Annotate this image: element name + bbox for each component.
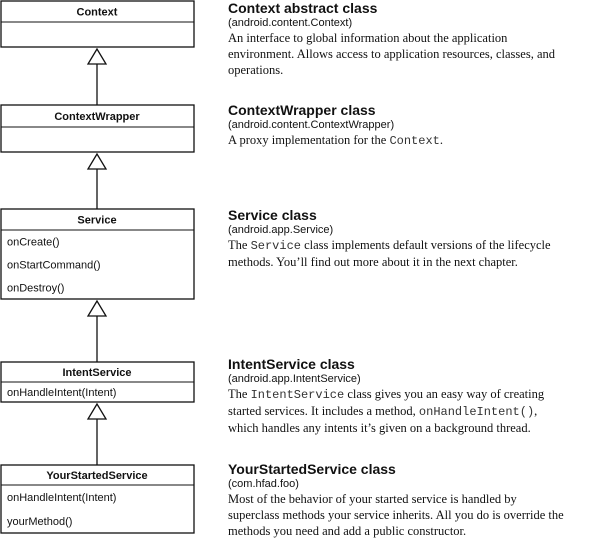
service-class-box — [0, 208, 195, 300]
text-segment: . — [439, 133, 443, 147]
text-segment: Most of the behavior of your started ser… — [228, 492, 517, 506]
text-segment: methods you need and add a public constr… — [228, 524, 467, 538]
inline-code: IntentService — [250, 388, 345, 402]
inline-code: Service — [250, 239, 301, 253]
service-class-name: Service — [77, 215, 116, 227]
service-method: onDestroy() — [7, 283, 64, 295]
contextwrapper-class-box — [0, 104, 195, 153]
description-line: The Service class implements default ver… — [228, 237, 600, 254]
inheritance-arrowhead — [86, 47, 108, 65]
description-line: The IntentService class gives you an eas… — [228, 386, 600, 403]
yourstartedservice-method: onHandleIntent(Intent) — [7, 492, 116, 504]
class-description: Service class(android.app.Service)The Se… — [228, 207, 600, 270]
description-line: superclass methods your service inherits… — [228, 507, 600, 523]
class-description: ContextWrapper class(android.content.Con… — [228, 102, 600, 149]
text-segment: The — [228, 387, 251, 401]
inheritance-arrowhead — [86, 152, 108, 170]
inheritance-arrowhead — [86, 402, 108, 420]
text-segment: An interface to global information about… — [228, 31, 508, 45]
text-segment: environment. Allows access to applicatio… — [228, 47, 555, 61]
description-line: Most of the behavior of your started ser… — [228, 491, 600, 507]
class-description: IntentService class(android.app.IntentSe… — [228, 356, 600, 436]
service-method: onStartCommand() — [7, 260, 101, 272]
description-heading: ContextWrapper class — [228, 102, 376, 118]
text-segment: class implements default versions of the… — [300, 238, 551, 252]
inline-code: onHandleIntent() — [418, 405, 535, 419]
description-line: methods you need and add a public constr… — [228, 523, 600, 539]
text-segment: operations. — [228, 63, 284, 77]
class-description: Context abstract class(android.content.C… — [228, 0, 600, 78]
package-name: (android.app.Service) — [228, 224, 334, 236]
contextwrapper-class-name: ContextWrapper — [54, 111, 140, 123]
inheritance-arrowhead — [86, 299, 108, 317]
text-segment: A proxy implementation for the — [228, 133, 390, 147]
context-class-name: Context — [77, 7, 118, 19]
package-name: (android.content.ContextWrapper) — [228, 119, 395, 131]
description-line: methods. You’ll find out more about it i… — [228, 254, 600, 270]
package-name: (com.hfad.foo) — [228, 478, 299, 490]
text-segment: methods. You’ll find out more about it i… — [228, 255, 518, 269]
description-line: which handles any intents it’s given on … — [228, 420, 600, 436]
text-segment: superclass methods your service inherits… — [228, 508, 564, 522]
text-segment: started services. It includes a method, — [228, 404, 419, 418]
text-segment: which handles any intents it’s given on … — [228, 421, 531, 435]
class-description: YourStartedService class(com.hfad.foo) Mo… — [228, 461, 600, 539]
description-line: environment. Allows access to applicatio… — [228, 46, 600, 62]
description-line: A proxy implementation for the Context. — [228, 132, 600, 149]
inline-code: Context — [389, 134, 440, 148]
package-name: (android.app.IntentService) — [228, 373, 361, 385]
intentservice-method: onHandleIntent(Intent) — [7, 387, 116, 399]
yourstartedservice-class-name: YourStartedService — [46, 470, 147, 482]
yourstartedservice-class-box — [0, 464, 195, 534]
description-heading: YourStartedService class — [228, 461, 396, 477]
yourstartedservice-method: yourMethod() — [7, 516, 72, 528]
description-heading: IntentService class — [228, 356, 355, 372]
description-heading: Context abstract class — [228, 0, 378, 16]
description-line: An interface to global information about… — [228, 30, 600, 46]
description-line: started services. It includes a method, … — [228, 403, 600, 420]
intentservice-class-name: IntentService — [62, 367, 131, 379]
text-segment: The — [228, 238, 251, 252]
description-heading: Service class — [228, 207, 317, 223]
description-line: operations. — [228, 62, 600, 78]
package-name: (android.content.Context) — [228, 17, 353, 29]
context-class-box — [0, 0, 195, 48]
text-segment: class gives you an easy way of creating — [344, 387, 545, 401]
text-segment: , — [534, 404, 538, 418]
service-method: onCreate() — [7, 237, 60, 249]
